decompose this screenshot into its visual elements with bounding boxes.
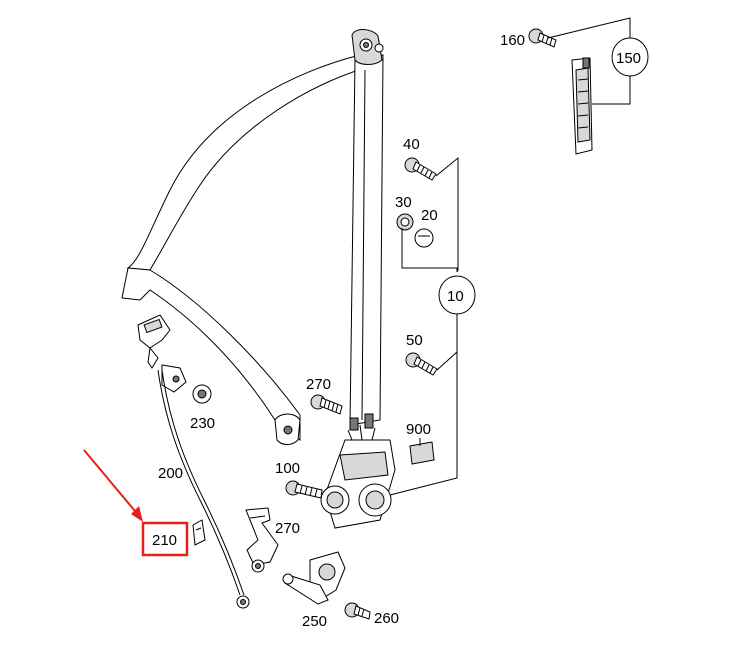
callout-100: 100 bbox=[275, 460, 300, 477]
bolt-100 bbox=[285, 480, 323, 499]
nut-230 bbox=[192, 384, 212, 404]
leader-lines bbox=[389, 17, 631, 496]
height-adjuster-250 bbox=[282, 551, 346, 605]
callout-20: 20 bbox=[421, 207, 438, 224]
callout-ring-150 bbox=[611, 37, 649, 77]
cover-900 bbox=[409, 441, 435, 465]
callout-10: 10 bbox=[447, 288, 464, 305]
callout-160: 160 bbox=[500, 32, 525, 49]
belt-end-anchor bbox=[274, 413, 301, 445]
adjuster-rail-150 bbox=[571, 57, 593, 155]
callout-270-lower: 270 bbox=[275, 520, 300, 537]
callout-900: 900 bbox=[406, 421, 431, 438]
bracket-270-lower bbox=[245, 507, 279, 573]
callout-40: 40 bbox=[403, 136, 420, 153]
highlight-box bbox=[141, 521, 189, 557]
belt-retractor bbox=[320, 413, 396, 529]
cap-20 bbox=[414, 228, 434, 248]
highlight-210: 210 bbox=[83, 449, 189, 557]
highlight-arrow-head bbox=[131, 506, 143, 522]
buckle-cable bbox=[157, 369, 250, 609]
callout-230: 230 bbox=[190, 415, 215, 432]
clip-210 bbox=[192, 519, 206, 546]
callout-210: 210 bbox=[152, 532, 177, 549]
callout-260: 260 bbox=[374, 610, 399, 627]
buckle-tongue bbox=[137, 314, 187, 393]
bolt-260 bbox=[344, 602, 371, 620]
callout-200: 200 bbox=[158, 465, 183, 482]
bolt-160 bbox=[528, 28, 557, 48]
belt-webbing bbox=[121, 54, 384, 442]
bolt-50 bbox=[405, 352, 438, 376]
callout-270-upper: 270 bbox=[306, 376, 331, 393]
d-ring-anchor bbox=[351, 29, 384, 65]
callout-ring-10 bbox=[438, 275, 476, 315]
bolt-270-upper bbox=[310, 394, 343, 415]
callout-150: 150 bbox=[616, 50, 641, 67]
callout-30: 30 bbox=[395, 194, 412, 211]
callout-50: 50 bbox=[406, 332, 423, 349]
washer-30 bbox=[396, 213, 414, 231]
callout-250: 250 bbox=[302, 613, 327, 630]
highlight-arrow-line bbox=[83, 449, 141, 518]
bolt-40 bbox=[404, 157, 437, 181]
